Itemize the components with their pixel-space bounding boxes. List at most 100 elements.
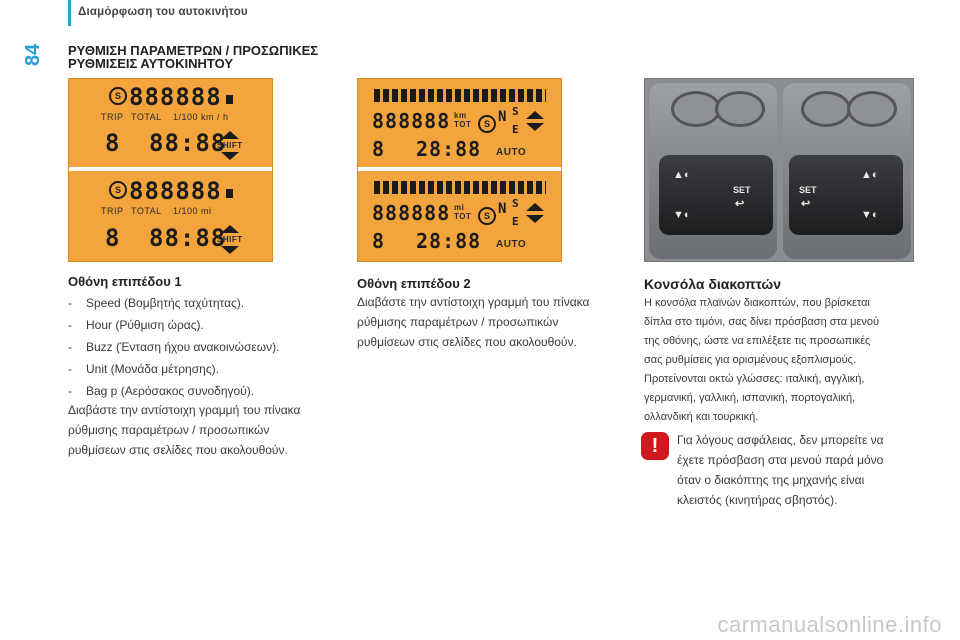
list-bullet: - xyxy=(68,340,72,354)
gear-digit: 8 xyxy=(372,229,386,253)
return-arrow-icon: ↩ xyxy=(801,198,811,210)
service-icon: S xyxy=(478,207,496,225)
service-icon: S xyxy=(109,181,127,199)
gear-digit: 8 xyxy=(105,129,121,157)
gearbox-e: E xyxy=(512,215,520,228)
level2-display-figure: 888888 km TOT S N S E 8 28:88 AUTO 88888… xyxy=(357,78,562,262)
service-icon: S xyxy=(109,87,127,105)
text-matrix-row xyxy=(374,181,546,194)
shift-up-icon xyxy=(221,131,239,139)
gear-digit: 8 xyxy=(105,224,121,252)
paragraph-line: δίπλα στο τιμόνι, σας δίνει πρόσβαση στα… xyxy=(644,316,880,328)
gear-digit: 8 xyxy=(372,137,386,161)
paragraph-line: γερμανική, γαλλική, ισπανική, πορτογαλικ… xyxy=(644,392,856,404)
auto-label: AUTO xyxy=(496,239,527,250)
level1-display-figure: S 888888 TRIP TOTAL 1/100 km / h 8 88:88… xyxy=(68,78,273,262)
list-bullet: - xyxy=(68,384,72,398)
total-label: TOTAL xyxy=(131,206,162,216)
gearbox-s: S xyxy=(512,105,520,118)
level1-heading: Οθόνη επιπέδου 1 xyxy=(68,274,182,289)
list-item: Hour (Ρύθμιση ώρας). xyxy=(86,318,204,332)
headlight-adjust-up-icon: ▲◐ xyxy=(673,169,691,181)
watermark: carmanualsonline.info xyxy=(717,612,942,637)
page-title-line2: ΡΥΘΜΙΣΕΙΣ ΑΥΤΟΚΙΝΗΤΟΥ xyxy=(68,56,234,71)
paragraph-line: Η κονσόλα πλαϊνών διακοπτών, που βρίσκετ… xyxy=(644,297,870,309)
warning-line: κλειστός (κινητήρας σβηστός). xyxy=(677,493,838,507)
paragraph-line: ολλανδική και τουρκική. xyxy=(644,411,759,423)
shift-down-icon xyxy=(526,215,544,223)
trip-label: TRIP xyxy=(101,112,124,122)
list-item: Speed (Βομβητής ταχύτητας). xyxy=(86,296,245,310)
level1-paragraph: Διαβάστε την αντίστοιχη γραμμή του πίνακ… xyxy=(68,400,300,460)
warning-line: όταν ο διακόπτης της μηχανής είναι xyxy=(677,473,865,487)
warning-line: έχετε πρόσβαση στα μενού παρά μόνο xyxy=(677,453,884,467)
return-arrow-icon: ↩ xyxy=(735,198,745,210)
unit-label: km TOT xyxy=(454,111,472,129)
trip-label: TRIP xyxy=(101,206,124,216)
unit-label: 1/100 km / h xyxy=(173,112,229,122)
warning-text: Για λόγους ασφάλειας, δεν μπορείτε να έχ… xyxy=(677,430,884,510)
console-paragraph: Η κονσόλα πλαϊνών διακοπτών, που βρίσκετ… xyxy=(644,294,879,427)
steering-wheel-icon xyxy=(715,91,765,127)
gearbox-s: S xyxy=(512,197,520,210)
paragraph-line: Διαβάστε την αντίστοιχη γραμμή του πίνακ… xyxy=(68,403,301,417)
clock-digits: 28:88 xyxy=(416,229,482,253)
list-bullet: - xyxy=(68,362,72,376)
paragraph-line: ρυθμίσεων στις σελίδες που ακολουθούν. xyxy=(357,335,577,349)
paragraph-line: Προτείνονται οκτώ γλώσσες: ιταλική, αγγλ… xyxy=(644,373,865,385)
shift-up-icon xyxy=(526,111,544,119)
paragraph-line: Διαβάστε την αντίστοιχη γραμμή του πίνακ… xyxy=(357,295,590,309)
odometer-digits: 888888 xyxy=(372,201,451,225)
section-header: Διαμόρφωση του αυτοκινήτου xyxy=(78,6,248,18)
left-console: ▲◐ ▼◐ SET ↩ xyxy=(649,83,777,259)
steering-wheel-icon xyxy=(847,91,897,127)
paragraph-line: ρυθμίσεων στις σελίδες που ακολουθούν. xyxy=(68,443,288,457)
set-button-label: SET xyxy=(799,185,817,195)
odometer-digits: 888888 xyxy=(372,109,451,133)
warning-icon: ! xyxy=(641,432,669,460)
fuel-icon xyxy=(226,95,233,104)
page-number: 84 xyxy=(22,43,44,66)
set-button-label: SET xyxy=(733,185,751,195)
paragraph-line: ρύθμισης παραμέτρων / προσωπικών xyxy=(357,315,559,329)
total-label: TOTAL xyxy=(131,112,162,122)
level2-heading: Οθόνη επιπέδου 2 xyxy=(357,276,471,291)
list-item: Bag p (Αερόσακος συνοδηγού). xyxy=(86,384,255,398)
headlight-adjust-up-icon: ▲◐ xyxy=(861,169,879,181)
list-bullet: - xyxy=(68,296,72,310)
odometer-digits: 888888 xyxy=(129,177,222,205)
warning-line: Για λόγους ασφάλειας, δεν μπορείτε να xyxy=(677,433,884,447)
shift-label: SHIFT xyxy=(217,235,243,244)
service-icon: S xyxy=(478,115,496,133)
switch-console-photo: ▲◐ ▼◐ SET ↩ SET ↩ ▲◐ ▼◐ xyxy=(644,78,914,262)
headlight-adjust-down-icon: ▼◐ xyxy=(673,209,691,221)
page-title-line1: ΡΥΘΜΙΣΗ ΠΑΡΑΜΕΤΡΩΝ / ΠΡΟΣΩΠΙΚΕΣ xyxy=(68,43,319,58)
figure-divider xyxy=(69,167,272,171)
shift-up-icon xyxy=(526,203,544,211)
text-matrix-row xyxy=(374,89,546,102)
headlight-adjust-down-icon: ▼◐ xyxy=(861,209,879,221)
steering-wheel-icon xyxy=(671,91,721,127)
list-item: Unit (Μονάδα μέτρησης). xyxy=(86,362,219,376)
clock-digits: 88:88 xyxy=(149,224,227,252)
clock-digits: 88:88 xyxy=(149,129,227,157)
paragraph-line: της οθόνης, ώστε να επιλέξετε τις προσωπ… xyxy=(644,335,871,347)
list-item: Buzz (Ένταση ήχου ανακοινώσεων). xyxy=(86,340,280,354)
shift-down-icon xyxy=(526,123,544,131)
shift-down-icon xyxy=(221,152,239,160)
auto-label: AUTO xyxy=(496,147,527,158)
gearbox-n: N xyxy=(498,109,508,125)
switch-panel-left: ▲◐ ▼◐ SET ↩ xyxy=(659,155,773,235)
right-console: SET ↩ ▲◐ ▼◐ xyxy=(783,83,911,259)
fuel-icon xyxy=(226,189,233,198)
gearbox-e: E xyxy=(512,123,520,136)
figure-divider xyxy=(358,167,561,171)
paragraph-line: σας ρυθμίσεις για ορισμένους εξοπλισμούς… xyxy=(644,354,857,366)
shift-label: SHIFT xyxy=(217,141,243,150)
unit-label: mi TOT xyxy=(454,203,472,221)
header-accent-bar xyxy=(68,0,71,26)
shift-down-icon xyxy=(221,246,239,254)
level2-paragraph: Διαβάστε την αντίστοιχη γραμμή του πίνακ… xyxy=(357,292,589,352)
odometer-digits: 888888 xyxy=(129,83,222,111)
unit-label: 1/100 mi xyxy=(173,206,212,216)
